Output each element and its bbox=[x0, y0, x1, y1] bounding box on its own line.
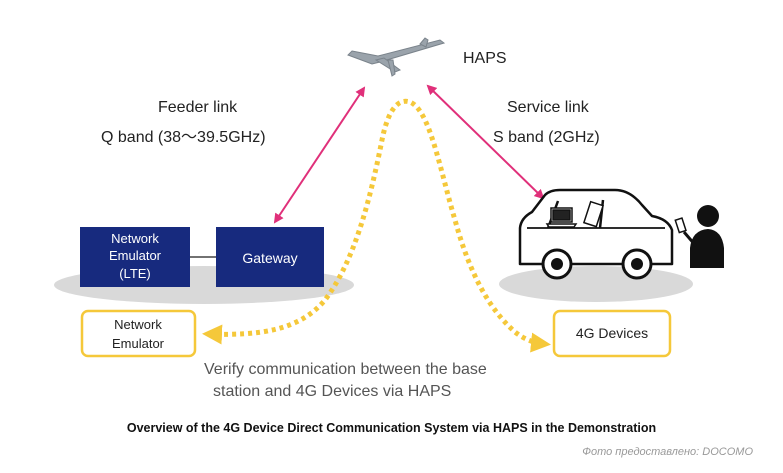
feeder-band-label: Q band (38〜39.5GHz) bbox=[101, 129, 266, 146]
4g-devices-box bbox=[552, 309, 672, 358]
network-emulator-line1: Network bbox=[114, 317, 162, 332]
network-emulator-lte-line1: Network bbox=[111, 231, 159, 246]
smartphone-icon bbox=[674, 217, 698, 247]
tablet-icon bbox=[582, 200, 605, 228]
feeder-link-label: Feeder link bbox=[158, 99, 238, 116]
service-link-arrow bbox=[426, 84, 545, 200]
feeder-link-arrow bbox=[273, 86, 366, 224]
figure-caption: Overview of the 4G Device Direct Communi… bbox=[126, 421, 657, 435]
person-icon bbox=[690, 205, 724, 268]
gateway-box bbox=[216, 227, 324, 287]
network-emulator-box bbox=[80, 309, 197, 358]
service-band-label: S band (2GHz) bbox=[493, 129, 600, 146]
verification-note-line2: station and 4G Devices via HAPS bbox=[213, 383, 451, 400]
laptop-icon bbox=[545, 207, 578, 228]
network-emulator-line2: Emulator bbox=[112, 336, 165, 351]
network-emulator-lte-line2: Emulator bbox=[109, 248, 162, 263]
gateway-label: Gateway bbox=[242, 250, 297, 266]
verification-note-line1: Verify communication between the base bbox=[204, 361, 487, 378]
haps-label: HAPS bbox=[463, 50, 507, 67]
haps-aircraft-icon bbox=[347, 37, 446, 77]
photo-credit: Фото предоставлено: DOCOMO bbox=[582, 446, 753, 458]
network-emulator-lte-line3: (LTE) bbox=[119, 266, 151, 281]
right-ground bbox=[499, 266, 693, 302]
4g-devices-label: 4G Devices bbox=[576, 325, 648, 341]
car-wheels bbox=[541, 248, 653, 280]
network-emulator-lte-box bbox=[80, 227, 190, 287]
service-link-label: Service link bbox=[507, 99, 590, 116]
